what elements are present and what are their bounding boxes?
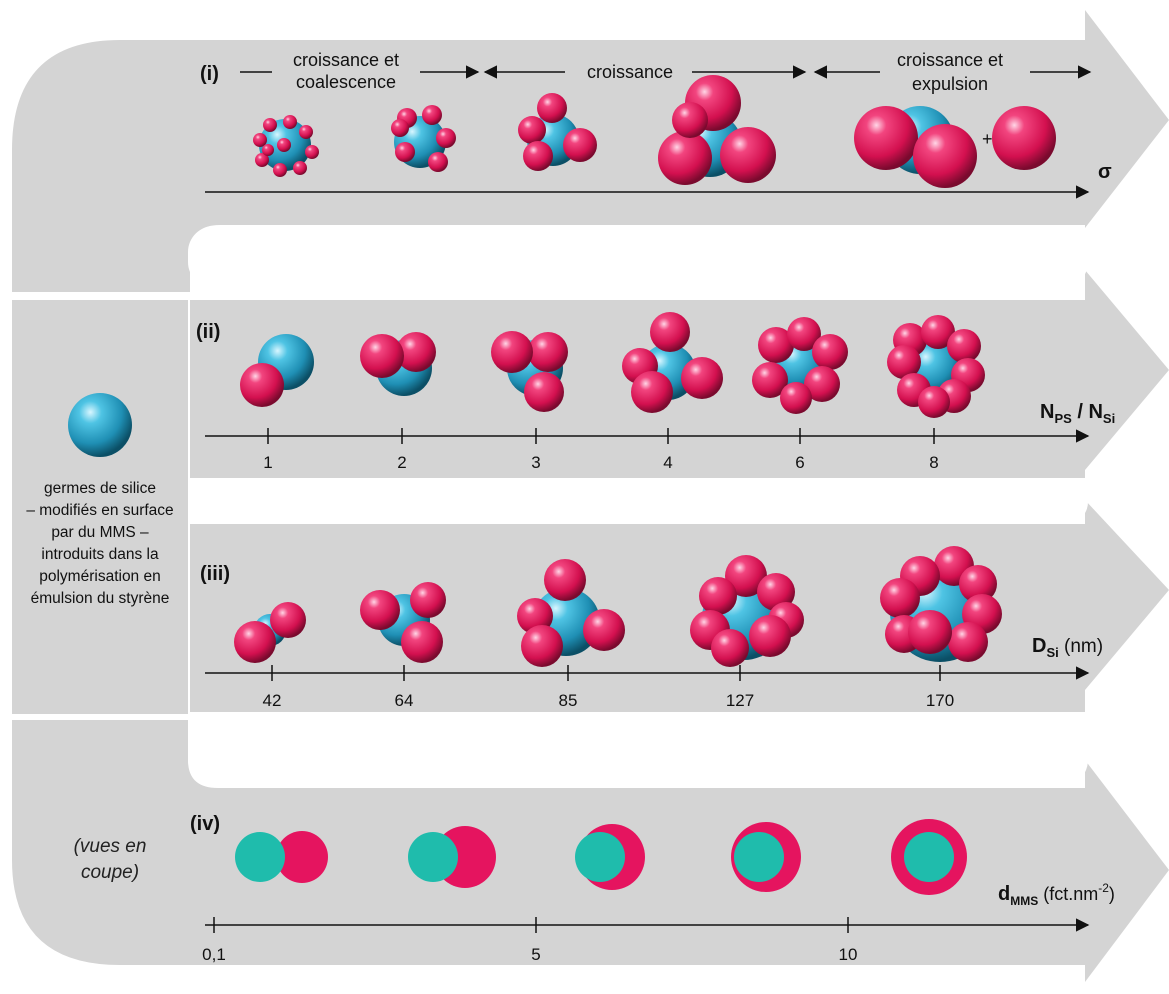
tick-ii-6: 6 (795, 453, 804, 472)
particle-i-1 (253, 115, 319, 177)
plus-sign: + (982, 129, 993, 149)
ticks-ii (267, 428, 935, 444)
tick-ii-3: 3 (531, 453, 540, 472)
particle-i-3 (518, 93, 597, 171)
tick-ii-8: 8 (929, 453, 938, 472)
tick-iii-85: 85 (559, 691, 578, 710)
row-ii-label: (ii) (196, 321, 220, 343)
cross-section-note: (vues en coupe) (40, 834, 180, 886)
left-panel-box (12, 300, 188, 714)
row-iv-label: (iv) (190, 813, 220, 835)
tick-iii-127: 127 (726, 691, 754, 710)
particle-iii-42 (234, 602, 306, 663)
note-line-1: (vues en (73, 836, 147, 857)
axis-ii-label: NPS / NSi (1040, 401, 1115, 426)
cross-section-2 (408, 826, 496, 888)
phase3-line1: croissance et (897, 50, 1003, 70)
note-line-2: coupe) (80, 862, 140, 883)
tick-iii-170: 170 (926, 691, 954, 710)
axis-iii-label: DSi (nm) (1032, 635, 1103, 660)
particle-iii-64 (360, 582, 446, 663)
cross-section-1 (235, 831, 328, 883)
ticks-iii (271, 665, 941, 681)
tick-iv-10: 10 (839, 945, 858, 964)
arrow-iii (190, 500, 1169, 712)
left-line-2: – modifiés en surface (26, 502, 174, 519)
phase2-label: croissance (587, 62, 673, 82)
particle-ii-4 (622, 312, 723, 413)
particle-i-5: + (854, 106, 1056, 188)
particle-iii-127 (690, 555, 804, 667)
tick-ii-2: 2 (397, 453, 406, 472)
axis-iv-label: dMMS (fct.nm-2) (998, 881, 1115, 908)
left-line-4: introduits dans la (41, 546, 159, 563)
particle-ii-8 (887, 315, 985, 418)
particle-ii-6 (752, 317, 848, 414)
left-line-6: émulsion du styrène (30, 590, 170, 607)
tick-iv-0-1: 0,1 (202, 945, 226, 964)
row-i-label: (i) (200, 63, 219, 85)
cross-section-5 (891, 819, 967, 895)
particle-ii-3 (491, 331, 568, 412)
left-line-3: par du MMS – (51, 524, 149, 541)
particle-i-2 (391, 105, 456, 172)
particle-iii-170 (880, 546, 1002, 662)
tick-iii-42: 42 (263, 691, 282, 710)
tick-iii-64: 64 (395, 691, 414, 710)
particle-ii-2 (360, 332, 436, 396)
particle-ii-1 (240, 334, 314, 407)
cross-section-4 (731, 822, 801, 892)
left-line-1: germes de silice (44, 480, 156, 497)
row-iii-label: (iii) (200, 563, 230, 585)
particle-iii-85 (517, 559, 625, 667)
tick-iv-5: 5 (531, 945, 540, 964)
silica-germ-icon (68, 393, 132, 457)
band-gaps (188, 226, 1088, 786)
phase1-line1: croissance et (293, 50, 399, 70)
tick-ii-4: 4 (663, 453, 672, 472)
tick-ii-1: 1 (263, 453, 272, 472)
ticks-iv (213, 917, 849, 933)
background-arrows (12, 10, 1169, 982)
axis-i-label: σ (1098, 161, 1112, 183)
phase3-line2: expulsion (912, 74, 988, 94)
cross-section-3 (575, 824, 645, 890)
particle-i-4 (658, 75, 776, 185)
left-panel-description: germes de silice – modifiés en surface p… (12, 478, 188, 610)
left-line-5: polymérisation en (39, 568, 161, 585)
phase1-line2: coalescence (296, 72, 396, 92)
